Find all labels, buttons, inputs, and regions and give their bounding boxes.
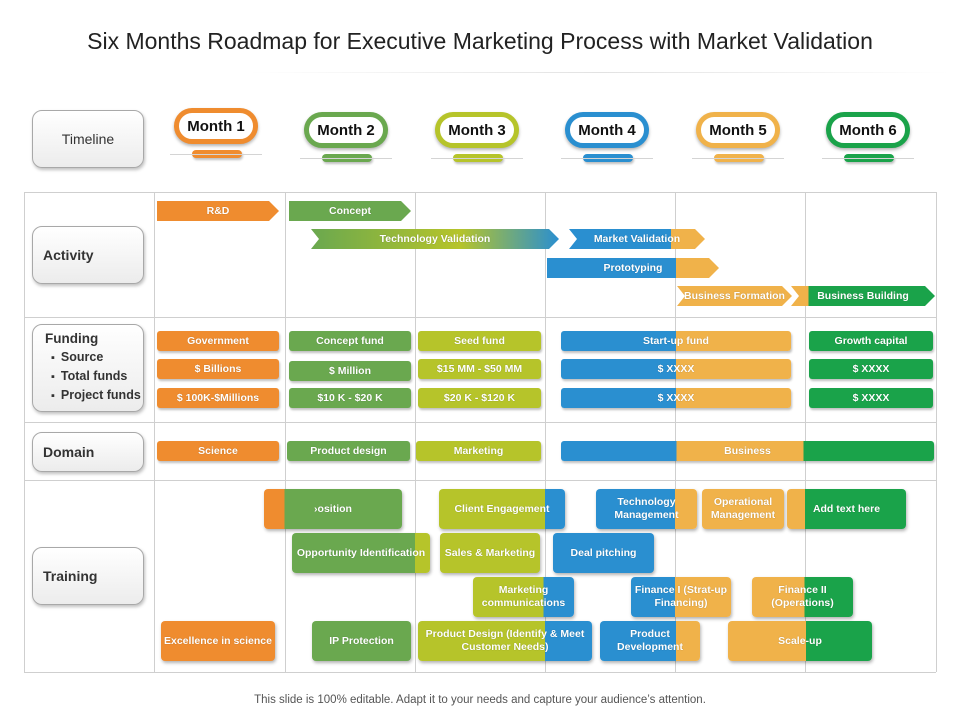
month-3-header: Month 3 (431, 112, 523, 162)
training-excellence-science-box: Excellence in science (161, 621, 275, 661)
training-ip-protection-box: IP Protection (312, 621, 411, 661)
funding-total-month-1: $ Billions (157, 359, 279, 379)
funding-project-month-1: $ 100K-$Millions (157, 388, 279, 408)
training-operational-management-box: Operational Management (702, 489, 784, 529)
row-label-activity: Activity (32, 226, 144, 284)
training-add-text-box: Add text here (787, 489, 906, 529)
training-product-development-box: Product Development (600, 621, 700, 661)
funding-source-month-1: Government (157, 331, 279, 351)
grid-line (24, 192, 936, 193)
domain-science-bar: Science (157, 441, 279, 461)
month-2-pill: Month 2 (304, 112, 388, 148)
grid-line (24, 480, 936, 481)
funding-total-month-2: $ Million (289, 361, 411, 381)
month-1-header: Month 1 (170, 108, 262, 158)
month-2-underline (300, 158, 392, 159)
funding-source-month-3: Seed fund (418, 331, 541, 351)
training-position-box: ›osition (264, 489, 402, 529)
month-1-pill: Month 1 (174, 108, 258, 144)
funding-list: Source Total funds Project funds (45, 348, 141, 405)
funding-item-project-funds: Project funds (51, 386, 141, 405)
month-1-underline (170, 154, 262, 155)
training-deal-pitching-box: Deal pitching (553, 533, 654, 573)
grid-line (24, 317, 936, 318)
month-5-header: Month 5 (692, 112, 784, 162)
grid-line (154, 192, 155, 672)
row-label-timeline: Timeline (32, 110, 144, 168)
grid-line (415, 192, 416, 672)
grid-line (805, 192, 806, 672)
training-client-engagement-box: Client Engagement (439, 489, 565, 529)
activity-market-validation-arrow: Market Validation (569, 229, 705, 249)
activity-concept-arrow: Concept (289, 201, 411, 221)
funding-total-months-4-5: $ XXXX (561, 359, 791, 379)
footer-note: This slide is 100% editable. Adapt it to… (254, 694, 706, 706)
grid-line (936, 192, 937, 672)
title-divider (250, 72, 950, 73)
funding-item-source: Source (51, 348, 141, 367)
training-finance-2-box: Finance II (Operations) (752, 577, 853, 617)
activity-rd-arrow: R&D (157, 201, 279, 221)
month-4-header: Month 4 (561, 112, 653, 162)
grid-line (24, 422, 936, 423)
funding-source-month-6: Growth capital (809, 331, 933, 351)
grid-line (545, 192, 546, 672)
funding-project-month-3: $20 K - $120 K (418, 388, 541, 408)
funding-heading: Funding (45, 331, 99, 346)
row-label-training: Training (32, 547, 144, 605)
domain-marketing-bar: Marketing (416, 441, 541, 461)
training-marketing-communications-box: Marketing communications (473, 577, 574, 617)
month-3-pill: Month 3 (435, 112, 519, 148)
domain-product-design-bar: Product design (287, 441, 410, 461)
month-4-pill: Month 4 (565, 112, 649, 148)
month-4-underline (561, 158, 653, 159)
funding-total-month-6: $ XXXX (809, 359, 933, 379)
funding-project-months-4-5: $ XXXX (561, 388, 791, 408)
row-label-domain: Domain (32, 432, 144, 472)
month-2-header: Month 2 (300, 112, 392, 162)
month-5-underline (692, 158, 784, 159)
funding-project-month-2: $10 K - $20 K (289, 388, 411, 408)
funding-source-months-4-5: Start-up fund (561, 331, 791, 351)
domain-business-bar: Business (561, 441, 934, 461)
activity-business-formation-arrow: Business Formation (677, 286, 792, 306)
month-6-underline (822, 158, 914, 159)
month-5-pill: Month 5 (696, 112, 780, 148)
grid-line (24, 192, 25, 672)
month-6-pill: Month 6 (826, 112, 910, 148)
funding-source-month-2: Concept fund (289, 331, 411, 351)
grid-line (285, 192, 286, 672)
funding-item-total-funds: Total funds (51, 367, 141, 386)
grid-line (24, 672, 936, 673)
funding-total-month-3: $15 MM - $50 MM (418, 359, 541, 379)
month-3-underline (431, 158, 523, 159)
training-opportunity-identification-box: Opportunity Identification (292, 533, 430, 573)
grid-line (675, 192, 676, 672)
training-scale-up-box: Scale-up (728, 621, 872, 661)
activity-prototyping-arrow: Prototyping (547, 258, 719, 278)
page-title: Six Months Roadmap for Executive Marketi… (87, 28, 873, 54)
activity-business-building-arrow: Business Building (791, 286, 935, 306)
month-6-header: Month 6 (822, 112, 914, 162)
training-product-design-box: Product Design (Identify & Meet Customer… (418, 621, 592, 661)
training-technology-management-box: Technology Management (596, 489, 697, 529)
row-label-funding: Funding Source Total funds Project funds (32, 324, 144, 412)
funding-project-month-6: $ XXXX (809, 388, 933, 408)
training-sales-marketing-box: Sales & Marketing (440, 533, 540, 573)
activity-technology-validation-arrow: Technology Validation (311, 229, 559, 249)
training-finance-1-box: Finance I (Strat-up Financing) (631, 577, 731, 617)
